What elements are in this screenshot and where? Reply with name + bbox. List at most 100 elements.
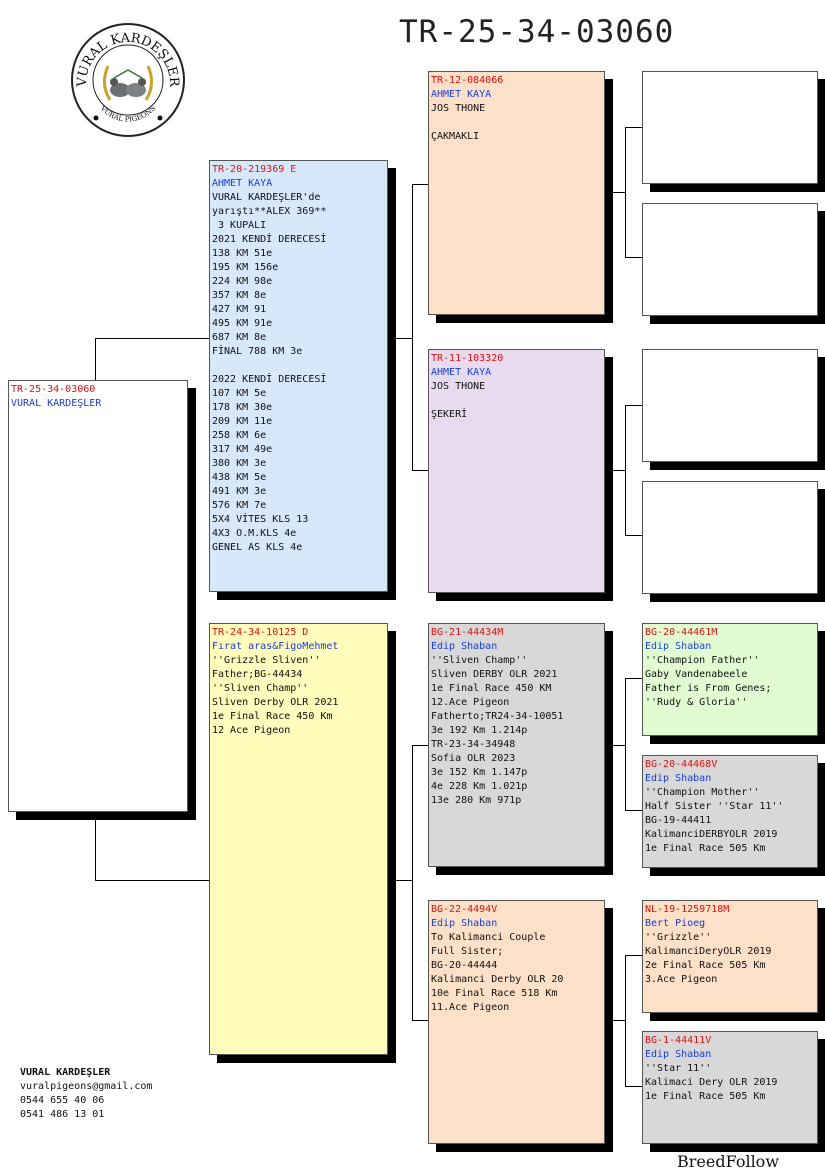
connector-line [625, 127, 626, 258]
note-line: 12.Ace Pigeon [431, 697, 510, 708]
pigeon-notes: ''Star 11'' Kalimaci Dery OLR 2019 1e Fina… [645, 1062, 815, 1104]
dam-dam-dam-card[interactable]: BG-1-44411V Edip Shaban ''Star 11'' Kalim… [642, 1031, 818, 1144]
note-line: 427 KM 91 [212, 304, 267, 315]
note-line: Kalimanci Derby OLR 20 [431, 974, 564, 985]
owner-name: Edip Shaban [645, 1049, 712, 1060]
owner-name: VURAL KARDEŞLER [11, 398, 102, 409]
connector-line [388, 338, 412, 339]
note-line: 209 KM 11e [212, 416, 273, 427]
note-line: Gaby Vandenabeele [645, 669, 748, 680]
note-line: JOS THONE [431, 381, 486, 392]
note-line: 3 KUPALI [212, 220, 267, 231]
contact-email[interactable]: vuralpigeons@gmail.com [20, 1081, 153, 1092]
owner-name: Bert Pioeg [645, 918, 706, 929]
note-line: JOS THONE [431, 103, 486, 114]
note-line: ''Star 11'' [645, 1063, 712, 1074]
subject-pigeon-card[interactable]: TR-25-34-03060 VURAL KARDEŞLER [8, 380, 188, 812]
note-line: 1e Final Race 505 Km [645, 1091, 766, 1102]
note-line: 107 KM 5e [212, 388, 267, 399]
dam-sire-card[interactable]: BG-21-44434M Edip Shaban ''Sliven Champ'… [428, 623, 605, 867]
note-line: GENEL AS KLS 4e [212, 542, 303, 553]
contact-name: VURAL KARDEŞLER [20, 1067, 111, 1078]
note-line: KalimanciDeryOLR 2019 [645, 946, 772, 957]
note-line: 195 KM 156e [212, 262, 279, 273]
contact-phone-1[interactable]: 0544 655 40 06 [20, 1095, 105, 1106]
connector-line [625, 535, 642, 536]
sire-dam-card[interactable]: TR-11-103320 AHMET KAYA JOS THONE ŞEKERİ [428, 349, 605, 593]
note-line: ''Rudy & Gloria'' [645, 697, 748, 708]
sire-sire-dam-card[interactable] [642, 203, 818, 316]
note-line [212, 359, 385, 373]
note-line: Father;BG-44434 [212, 669, 303, 680]
connector-line [412, 184, 428, 185]
contact-phone-2[interactable]: 0541 486 13 01 [20, 1109, 105, 1120]
dam-sire-sire-card[interactable]: BG-20-44461M Edip Shaban ''Champion Fath… [642, 623, 818, 736]
note-line: 1e Final Race 450 KM [431, 683, 552, 694]
sire-dam-sire-card[interactable] [642, 349, 818, 462]
sire-sire-card[interactable]: TR-12-084066 AHMET KAYA JOS THONE ÇAKMAK… [428, 71, 605, 315]
note-line: FİNAL 788 KM 3e [212, 346, 303, 357]
sire-card[interactable]: TR-20-219369 E AHMET KAYA VURAL KARDEŞLE… [209, 160, 388, 592]
note-line: 10e Final Race 518 Km [431, 988, 558, 999]
note-line: Father is From Genes; [645, 683, 772, 694]
connector-line [625, 955, 642, 956]
owner-name: AHMET KAYA [431, 89, 492, 100]
note-line: Fatherto;TR24-34-10051 [431, 711, 564, 722]
note-line: 4X3 O.M.KLS 4e [212, 528, 297, 539]
vural-kardesler-logo: VURAL KARDEŞLER VURAL PIGEONS [70, 22, 186, 138]
note-line: Sliven Derby OLR 2021 [212, 697, 339, 708]
ring-number: NL-19-1259718M [645, 904, 730, 915]
pigeon-notes: ''Grizzle Sliven''Father;BG-44434''Slive… [212, 654, 385, 738]
breedfollow-brand: BreedFollow [677, 1152, 780, 1171]
note-line: yarıştı**ALEX 369** [212, 206, 327, 217]
note-line: Full Sister; [431, 946, 504, 957]
connector-line [95, 338, 96, 380]
note-line: 224 KM 98e [212, 276, 273, 287]
note-line: 2021 KENDİ DERECESİ [212, 234, 327, 245]
sire-sire-sire-card[interactable] [642, 71, 818, 184]
note-line: ÇAKMAKLI [431, 131, 480, 142]
note-line: 3e 152 Km 1.147p [431, 767, 528, 778]
ring-number: BG-20-44461M [645, 627, 718, 638]
ring-number: BG-1-44411V [645, 1035, 712, 1046]
note-line: 380 KM 3e [212, 458, 267, 469]
connector-line [388, 880, 412, 881]
ring-number: TR-24-34-10125 D [212, 627, 309, 638]
dam-sire-dam-card[interactable]: BG-20-44468V Edip Shaban ''Champion Moth… [642, 755, 818, 868]
note-line: Sofia OLR 2023 [431, 753, 516, 764]
note-line: KalimanciDERBYOLR 2019 [645, 829, 778, 840]
note-line: ''Sliven Champ'' [431, 655, 528, 666]
owner-name: Fırat aras&FigoMehmet [212, 641, 339, 652]
note-line: ''Champion Father'' [645, 655, 760, 666]
connector-line [605, 192, 625, 193]
contact-info: VURAL KARDEŞLER vuralpigeons@gmail.com 0… [20, 1066, 152, 1122]
note-line: 138 KM 51e [212, 248, 273, 259]
ring-number: BG-20-44468V [645, 759, 718, 770]
dam-card[interactable]: TR-24-34-10125 D Fırat aras&FigoMehmet '… [209, 623, 388, 1055]
dam-dam-sire-card[interactable]: NL-19-1259718M Bert Pioeg ''Grizzle''Kal… [642, 900, 818, 1013]
connector-line [605, 470, 625, 471]
owner-name: Edip Shaban [431, 918, 498, 929]
note-line: 3.Ace Pigeon [645, 974, 718, 985]
dam-dam-card[interactable]: BG-22-4494V Edip Shaban To Kalimanci Cou… [428, 900, 605, 1144]
note-line: ŞEKERİ [431, 409, 468, 420]
note-line: 258 KM 6e [212, 430, 267, 441]
note-line: 13e 280 Km 971p [431, 795, 522, 806]
connector-line [412, 745, 428, 746]
note-line: 178 KM 30e [212, 402, 273, 413]
note-line: 3e 192 Km 1.214p [431, 725, 528, 736]
sire-dam-dam-card[interactable] [642, 481, 818, 594]
note-line [431, 116, 602, 130]
connector-line [625, 678, 626, 811]
note-line: Kalimaci Dery OLR 2019 [645, 1077, 778, 1088]
connector-line [95, 338, 210, 339]
note-line: 2e Final Race 505 Km [645, 960, 766, 971]
note-line: 1e Final Race 450 Km [212, 711, 333, 722]
connector-line [625, 405, 626, 536]
note-line: To Kalimanci Couple [431, 932, 546, 943]
connector-line [95, 880, 210, 881]
note-line: Sliven DERBY OLR 2021 [431, 669, 558, 680]
connector-line [412, 184, 413, 471]
